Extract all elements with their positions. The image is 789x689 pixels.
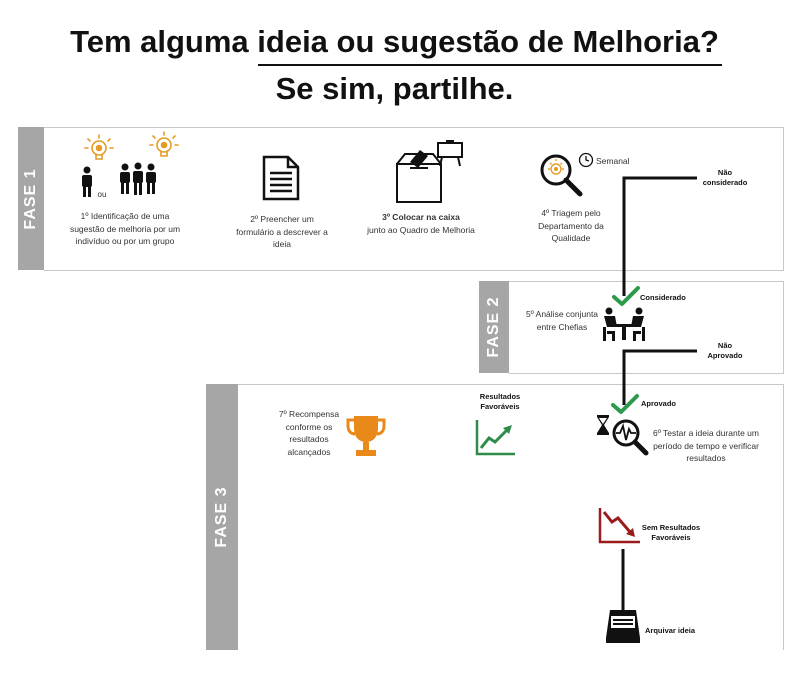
step-4-text: 4º Triagem pelo Departamento da Qualidad… xyxy=(538,208,604,243)
phase-2-bar: FASE 2 xyxy=(479,281,509,373)
step-3-text: 3º Colocar na caixa junto ao Quadro de M… xyxy=(362,211,480,236)
phase-3-bar: FASE 3 xyxy=(206,384,238,650)
trophy-icon xyxy=(346,416,386,456)
flow-line-triage xyxy=(622,176,697,296)
checkmark-considered-icon xyxy=(612,286,640,306)
phase-1-right-line xyxy=(783,127,784,270)
trend-down-icon xyxy=(598,508,640,544)
not-approved-label: Não Aprovado xyxy=(707,341,743,360)
phase-3-top-line xyxy=(238,384,784,385)
suggestion-box-icon xyxy=(396,140,463,203)
no-favorable-results-label: Sem Resultados Favoráveis xyxy=(641,523,701,542)
flow-line-analysis xyxy=(622,349,697,405)
archive-idea-label: Arquivar ideia xyxy=(645,626,696,635)
step-6-text: 6º Testar a ideia durante um período de … xyxy=(653,428,759,463)
step-3-bold-text: 3º Colocar na caixa xyxy=(382,212,460,222)
archive-icon xyxy=(606,610,640,643)
phase-1-bar: FASE 1 xyxy=(18,127,44,270)
step-7-text: 7º Recompensa conforme os resultados alc… xyxy=(278,409,340,457)
page-title: Tem alguma ideia ou sugestão de Melhoria… xyxy=(70,24,719,59)
phase-2-top-line xyxy=(509,281,784,282)
title-underline xyxy=(258,64,722,66)
considered-label: Considerado xyxy=(640,293,686,302)
form-document-icon xyxy=(262,155,300,201)
checkmark-approved-icon xyxy=(611,394,639,414)
trend-up-icon xyxy=(475,420,515,456)
phase-2-bottom-line xyxy=(509,373,784,374)
lightbulb-icon xyxy=(84,134,114,160)
clock-icon xyxy=(578,152,594,168)
lightbulb-group-icon xyxy=(149,131,179,157)
meeting-icon xyxy=(603,307,645,341)
approved-label: Aprovado xyxy=(641,399,677,408)
step-5-text: 5º Análise conjunta entre Chefias xyxy=(525,309,599,332)
favorable-results-label: Resultados Favoráveis xyxy=(479,392,521,411)
phase-1-bottom-line xyxy=(44,270,784,271)
step-3-rest-text: junto ao Quadro de Melhoria xyxy=(367,224,475,235)
phase-1-top-line xyxy=(44,127,784,128)
or-label: ou xyxy=(97,190,107,199)
phase-2-right-line xyxy=(783,281,784,373)
phase-3-right-line xyxy=(783,384,784,650)
page-subtitle: Se sim, partilhe. xyxy=(275,71,514,106)
test-analysis-icon xyxy=(597,415,649,456)
person-icon xyxy=(82,166,92,197)
weekly-label: Semanal xyxy=(596,156,630,166)
not-considered-label: Não considerado xyxy=(702,168,748,187)
magnifier-idea-icon xyxy=(540,154,583,197)
step-1-text: 1º Identificação de uma sugestão de melh… xyxy=(69,211,181,246)
group-of-people-icon xyxy=(120,162,156,195)
step-2-text: 2º Preencher um formulário a descrever a… xyxy=(236,214,328,249)
